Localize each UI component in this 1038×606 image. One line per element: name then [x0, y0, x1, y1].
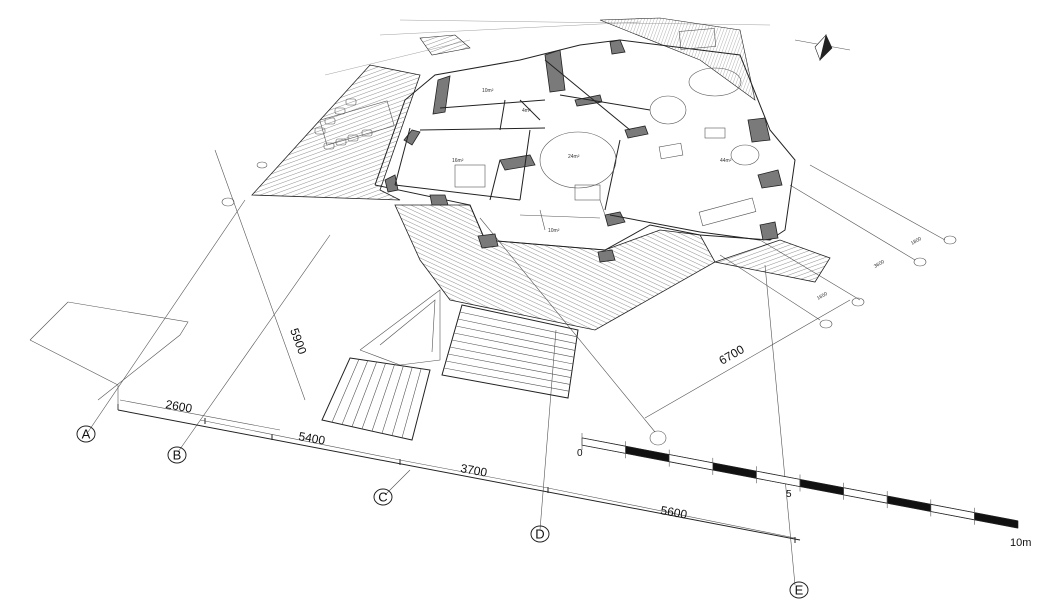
scale-segment — [886, 495, 932, 512]
room-top-label: 10m² — [482, 88, 494, 94]
scale-end-label: 10m — [1010, 537, 1031, 549]
stair-step — [331, 359, 360, 423]
scale-start-label: 0 — [577, 448, 583, 459]
scale-segment — [712, 462, 757, 479]
north-arrow-icon — [794, 33, 851, 62]
dimension-labels: 2600 5400 3700 5600 5900 6700 1650 3600 … — [164, 236, 922, 522]
stair-step — [457, 318, 577, 344]
room-left-label: 16m² — [452, 158, 464, 164]
stair-step — [381, 365, 404, 434]
room-terrace-label: 10m² — [548, 228, 560, 234]
scale-bar: 0 5 10m — [577, 433, 1031, 549]
furniture — [314, 28, 760, 227]
stair-step — [341, 360, 369, 425]
stair-step — [371, 364, 395, 432]
stair-step — [351, 361, 377, 427]
site-outline — [29, 289, 441, 410]
stair-step — [451, 339, 574, 365]
right-axis-markers — [221, 161, 957, 446]
axis-bubbles: A B C D E — [76, 425, 809, 599]
stair-step — [401, 368, 422, 438]
stair-steps-lower — [331, 359, 422, 438]
scale-segment — [930, 504, 975, 521]
dim-bc: 5400 — [297, 429, 326, 447]
scale-segment — [581, 437, 626, 454]
axis-bubble-d: D — [530, 525, 550, 543]
axis-bubble-b: B — [167, 446, 187, 464]
stair-step — [443, 367, 570, 392]
stairs-lower — [321, 357, 431, 441]
stair-step — [445, 360, 571, 385]
scale-segment — [974, 512, 1019, 529]
room-wc-label: 4m² — [522, 108, 531, 114]
dim-de: 5600 — [659, 503, 688, 521]
room-labels: 44m² 24m² 16m² 10m² 10m² 4m² — [452, 88, 732, 234]
stair-step — [361, 363, 386, 429]
room-hall-label: 24m² — [568, 154, 580, 160]
scale-bar-segments — [581, 433, 1019, 529]
stairs-main — [441, 304, 579, 399]
svg-text:D: D — [535, 527, 544, 542]
scale-segment — [799, 479, 844, 496]
scale-segment — [756, 470, 801, 487]
stair-step — [455, 325, 576, 351]
scale-segment — [668, 454, 714, 471]
svg-text:B: B — [173, 448, 182, 463]
stair-step — [459, 311, 578, 338]
dim-vertical: 5900 — [287, 326, 309, 356]
dim-right-2: 3600 — [873, 259, 886, 270]
stair-steps — [443, 311, 578, 392]
axis-bubble-e: E — [789, 581, 809, 599]
dim-ab: 2600 — [164, 397, 193, 415]
building-walls — [374, 39, 796, 263]
stair-step — [453, 332, 575, 358]
axis-bubble-c: C — [373, 488, 393, 506]
dim-right-1: 1650 — [816, 291, 829, 302]
deck-areas — [251, 17, 831, 331]
dim-right-3: 1800 — [910, 236, 923, 247]
dimension-line-main — [117, 399, 801, 543]
stair-step — [447, 353, 572, 378]
stair-step — [449, 346, 573, 372]
svg-text:E: E — [795, 583, 804, 598]
scale-mid-label: 5 — [786, 489, 792, 500]
room-living-label: 44m² — [720, 158, 732, 164]
dim-diagonal: 6700 — [717, 342, 747, 368]
stair-step — [391, 367, 413, 436]
svg-text:C: C — [378, 490, 387, 505]
scale-segment — [843, 487, 888, 504]
dim-cd: 3700 — [459, 461, 488, 479]
axis-bubble-a: A — [76, 425, 96, 443]
scale-segment — [625, 445, 670, 462]
svg-text:A: A — [82, 427, 91, 442]
